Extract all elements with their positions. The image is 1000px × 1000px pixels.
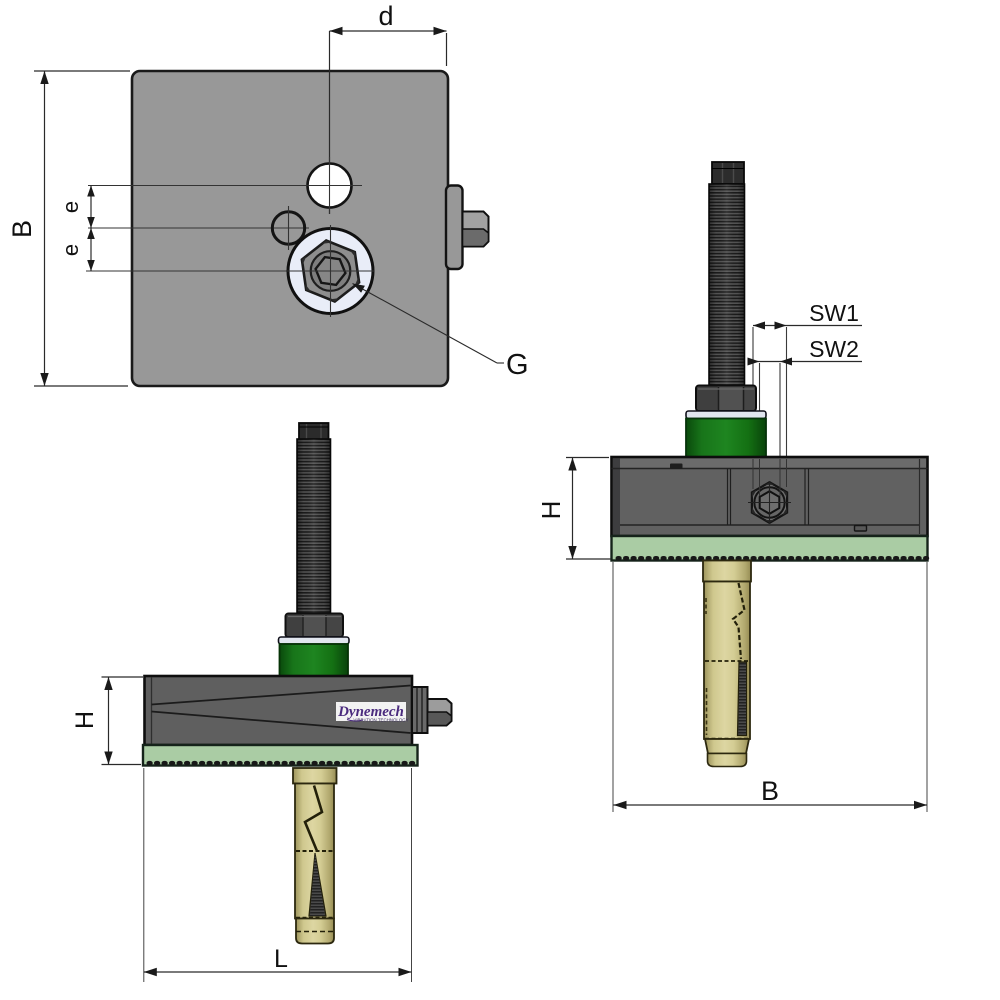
- svg-text:G: G: [506, 349, 529, 381]
- svg-text:d: d: [378, 1, 393, 31]
- svg-text:SW2: SW2: [809, 336, 859, 362]
- svg-text:e: e: [58, 244, 83, 256]
- svg-text:L: L: [274, 945, 288, 973]
- svg-text:e: e: [58, 201, 83, 213]
- svg-text:SW1: SW1: [809, 300, 859, 326]
- svg-text:Dynemech: Dynemech: [337, 704, 404, 720]
- svg-text:H: H: [536, 501, 566, 520]
- svg-text:VIBRATION TECHNOLOGY: VIBRATION TECHNOLOGY: [353, 718, 408, 723]
- svg-text:B: B: [761, 776, 779, 806]
- svg-text:H: H: [71, 711, 99, 729]
- svg-text:B: B: [7, 220, 37, 238]
